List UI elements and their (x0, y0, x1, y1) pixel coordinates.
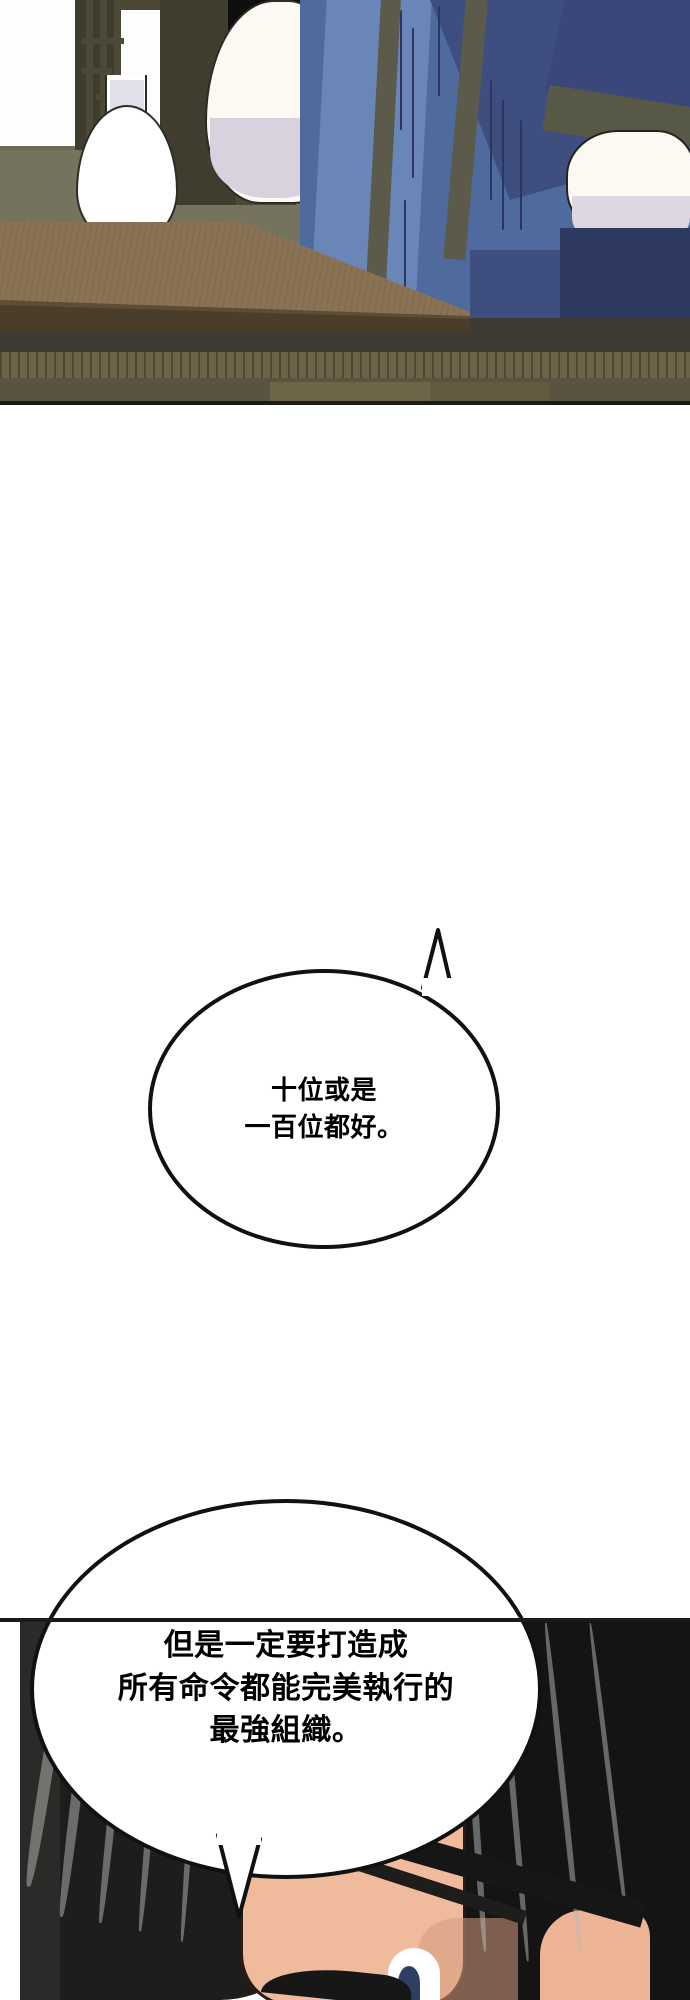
lattice-slat (100, 0, 107, 132)
lattice-slat (86, 0, 93, 148)
lattice-slat (114, 0, 121, 120)
robe-fold-line (404, 200, 406, 320)
lattice-rail (82, 68, 112, 74)
robe-fold-line (412, 28, 414, 178)
floor-plank-band (0, 352, 690, 378)
floor-lower-plank-a (270, 382, 430, 405)
floor-lower-plank-b (430, 382, 550, 405)
speech-bubble-first[interactable]: 十位或是 一百位都好。 (148, 969, 500, 1249)
speech-bubble-second-text: 但是一定要打造成 所有命令都能完美執行的 最強組織。 (117, 1629, 455, 1748)
robe-fold-line (502, 100, 504, 230)
lattice-rail (82, 38, 124, 44)
speech-bubble-first-tail (421, 928, 454, 996)
robe-fold-line (490, 80, 492, 200)
panel-bottom-border (0, 401, 690, 405)
speech-gutter: 十位或是 一百位都好。 但是一定要打造成 所有命令都能完美執行的 最強組織。 (0, 409, 690, 1919)
robe-fold-line (438, 6, 440, 96)
speech-bubble-first-text: 十位或是 一百位都好。 (244, 1075, 404, 1142)
speech-bubble-second-tail (216, 1829, 262, 1919)
robe-fold-line (520, 120, 522, 230)
robe-fold-line (400, 10, 402, 130)
panel-top-border (0, 1618, 690, 1622)
interior-room-panel (0, 0, 690, 405)
speech-bubble-second[interactable]: 但是一定要打造成 所有命令都能完美執行的 最強組織。 (30, 1499, 542, 1879)
white-vase (76, 105, 178, 244)
floor-plank-grain (0, 352, 690, 378)
window-frame-top (75, 0, 236, 10)
